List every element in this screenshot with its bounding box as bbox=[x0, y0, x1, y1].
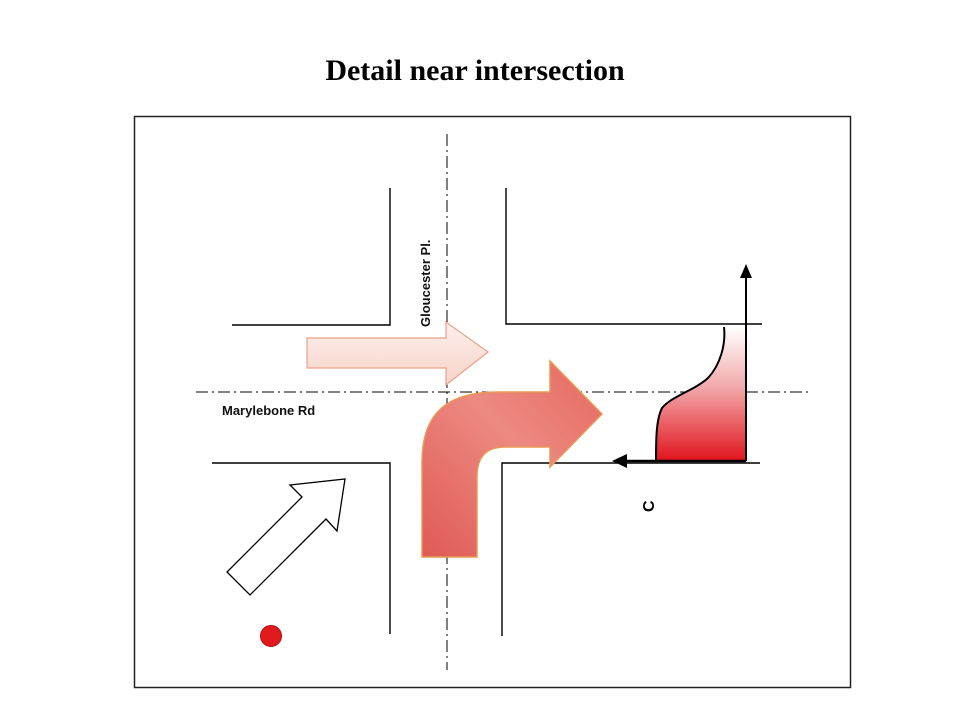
corner-top-right bbox=[505, 188, 762, 325]
wind-direction-arrow bbox=[226, 478, 346, 596]
height-axis-arrowhead bbox=[740, 264, 752, 278]
diagram-frame bbox=[133, 115, 852, 689]
measurement-point-dot bbox=[260, 625, 282, 647]
vertical-road-label: Gloucester Pl. bbox=[418, 240, 433, 327]
straight-flow-arrow bbox=[306, 320, 490, 387]
slide-title: Detail near intersection bbox=[325, 54, 625, 87]
corner-bottom-left bbox=[212, 462, 391, 634]
corner-bottom-right bbox=[501, 462, 760, 636]
concentration-profile-curve bbox=[655, 326, 726, 462]
corner-top-left bbox=[232, 188, 391, 326]
concentration-profile-fill bbox=[656, 327, 746, 461]
horizontal-road-label: Marylebone Rd bbox=[222, 403, 315, 418]
turning-flow-arrow bbox=[421, 359, 604, 558]
concentration-axis-label: C bbox=[641, 500, 658, 512]
concentration-axis-arrowhead bbox=[612, 454, 627, 468]
